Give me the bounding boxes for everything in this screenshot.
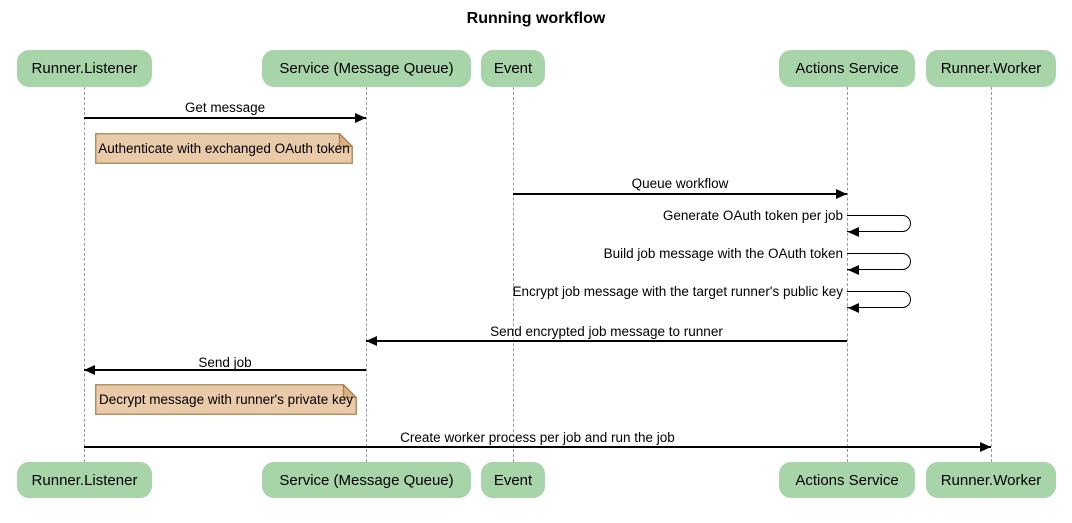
lifeline-actions-service: [847, 87, 848, 462]
arrowhead-create-worker-process: [980, 442, 991, 452]
participant-top-actions-service: Actions Service: [779, 50, 915, 87]
message-label-encrypt-job-message: Encrypt job message with the target runn…: [512, 284, 844, 299]
participant-label: Service (Message Queue): [279, 471, 454, 489]
arrowhead-generate-oauth-token: [848, 227, 859, 237]
lifeline-service-message-queue: [366, 87, 367, 462]
participant-label: Runner.Worker: [940, 60, 1042, 77]
message-label-queue-workflow: Queue workflow: [631, 176, 729, 191]
participant-bottom-runner-listener: Runner.Listener: [17, 462, 152, 498]
note-text: Decrypt message with runner's private ke…: [99, 392, 353, 407]
message-label-build-job-message: Build job message with the OAuth token: [603, 246, 843, 261]
note-shape: [95, 133, 353, 164]
self-loop-generate-oauth-token: [847, 215, 911, 232]
message-label-create-worker-process: Create worker process per job and run th…: [400, 430, 675, 445]
note-authenticate-oauth: Authenticate with exchanged OAuth token: [95, 133, 353, 164]
participant-label: Service (Message Queue): [279, 60, 454, 77]
participant-top-event: Event: [481, 50, 545, 87]
message-line-create-worker-process: [84, 446, 991, 448]
self-loop-build-job-message: [847, 253, 911, 270]
participant-label: Event: [493, 60, 533, 77]
note-fold-corner: [338, 133, 353, 148]
message-line-send-job: [84, 369, 366, 371]
message-label-send-job: Send job: [198, 355, 252, 370]
note-body-shape: [95, 384, 357, 415]
participant-label: Event: [493, 471, 533, 489]
participant-label: Runner.Worker: [940, 471, 1042, 489]
arrowhead-build-job-message: [848, 265, 859, 275]
message-line-get-message: [84, 117, 366, 119]
participant-label: Runner.Listener: [31, 471, 138, 489]
note-text: Authenticate with exchanged OAuth token: [98, 141, 350, 156]
participant-bottom-event: Event: [481, 462, 545, 498]
message-label-generate-oauth-token: Generate OAuth token per job: [662, 208, 843, 223]
participant-bottom-service-message-queue: Service (Message Queue): [262, 462, 471, 498]
arrowhead-send-job: [84, 365, 95, 375]
note-fold-corner: [342, 384, 357, 399]
participant-top-runner-worker: Runner.Worker: [926, 50, 1056, 87]
note-body-shape: [95, 133, 353, 164]
lifeline-event: [513, 87, 514, 462]
arrowhead-get-message: [355, 113, 366, 123]
participant-top-runner-listener: Runner.Listener: [17, 50, 152, 87]
message-line-queue-workflow: [513, 193, 847, 195]
note-decrypt-message: Decrypt message with runner's private ke…: [95, 384, 357, 415]
participant-label: Actions Service: [795, 60, 899, 77]
participant-bottom-actions-service: Actions Service: [779, 462, 915, 498]
participant-label: Actions Service: [795, 471, 899, 489]
self-loop-encrypt-job-message: [847, 291, 911, 308]
diagram-title: Running workflow: [466, 10, 606, 27]
note-shape: [95, 384, 357, 415]
arrowhead-send-encrypted-job: [366, 336, 377, 346]
message-line-send-encrypted-job: [366, 340, 847, 342]
message-label-send-encrypted-job: Send encrypted job message to runner: [490, 324, 723, 339]
participant-top-service-message-queue: Service (Message Queue): [262, 50, 471, 87]
lifeline-runner-listener: [84, 87, 85, 462]
lifeline-runner-worker: [991, 87, 992, 462]
arrowhead-encrypt-job-message: [848, 303, 859, 313]
participant-label: Runner.Listener: [31, 60, 138, 77]
message-label-get-message: Get message: [184, 100, 266, 115]
participant-bottom-runner-worker: Runner.Worker: [926, 462, 1056, 498]
arrowhead-queue-workflow: [836, 189, 847, 199]
